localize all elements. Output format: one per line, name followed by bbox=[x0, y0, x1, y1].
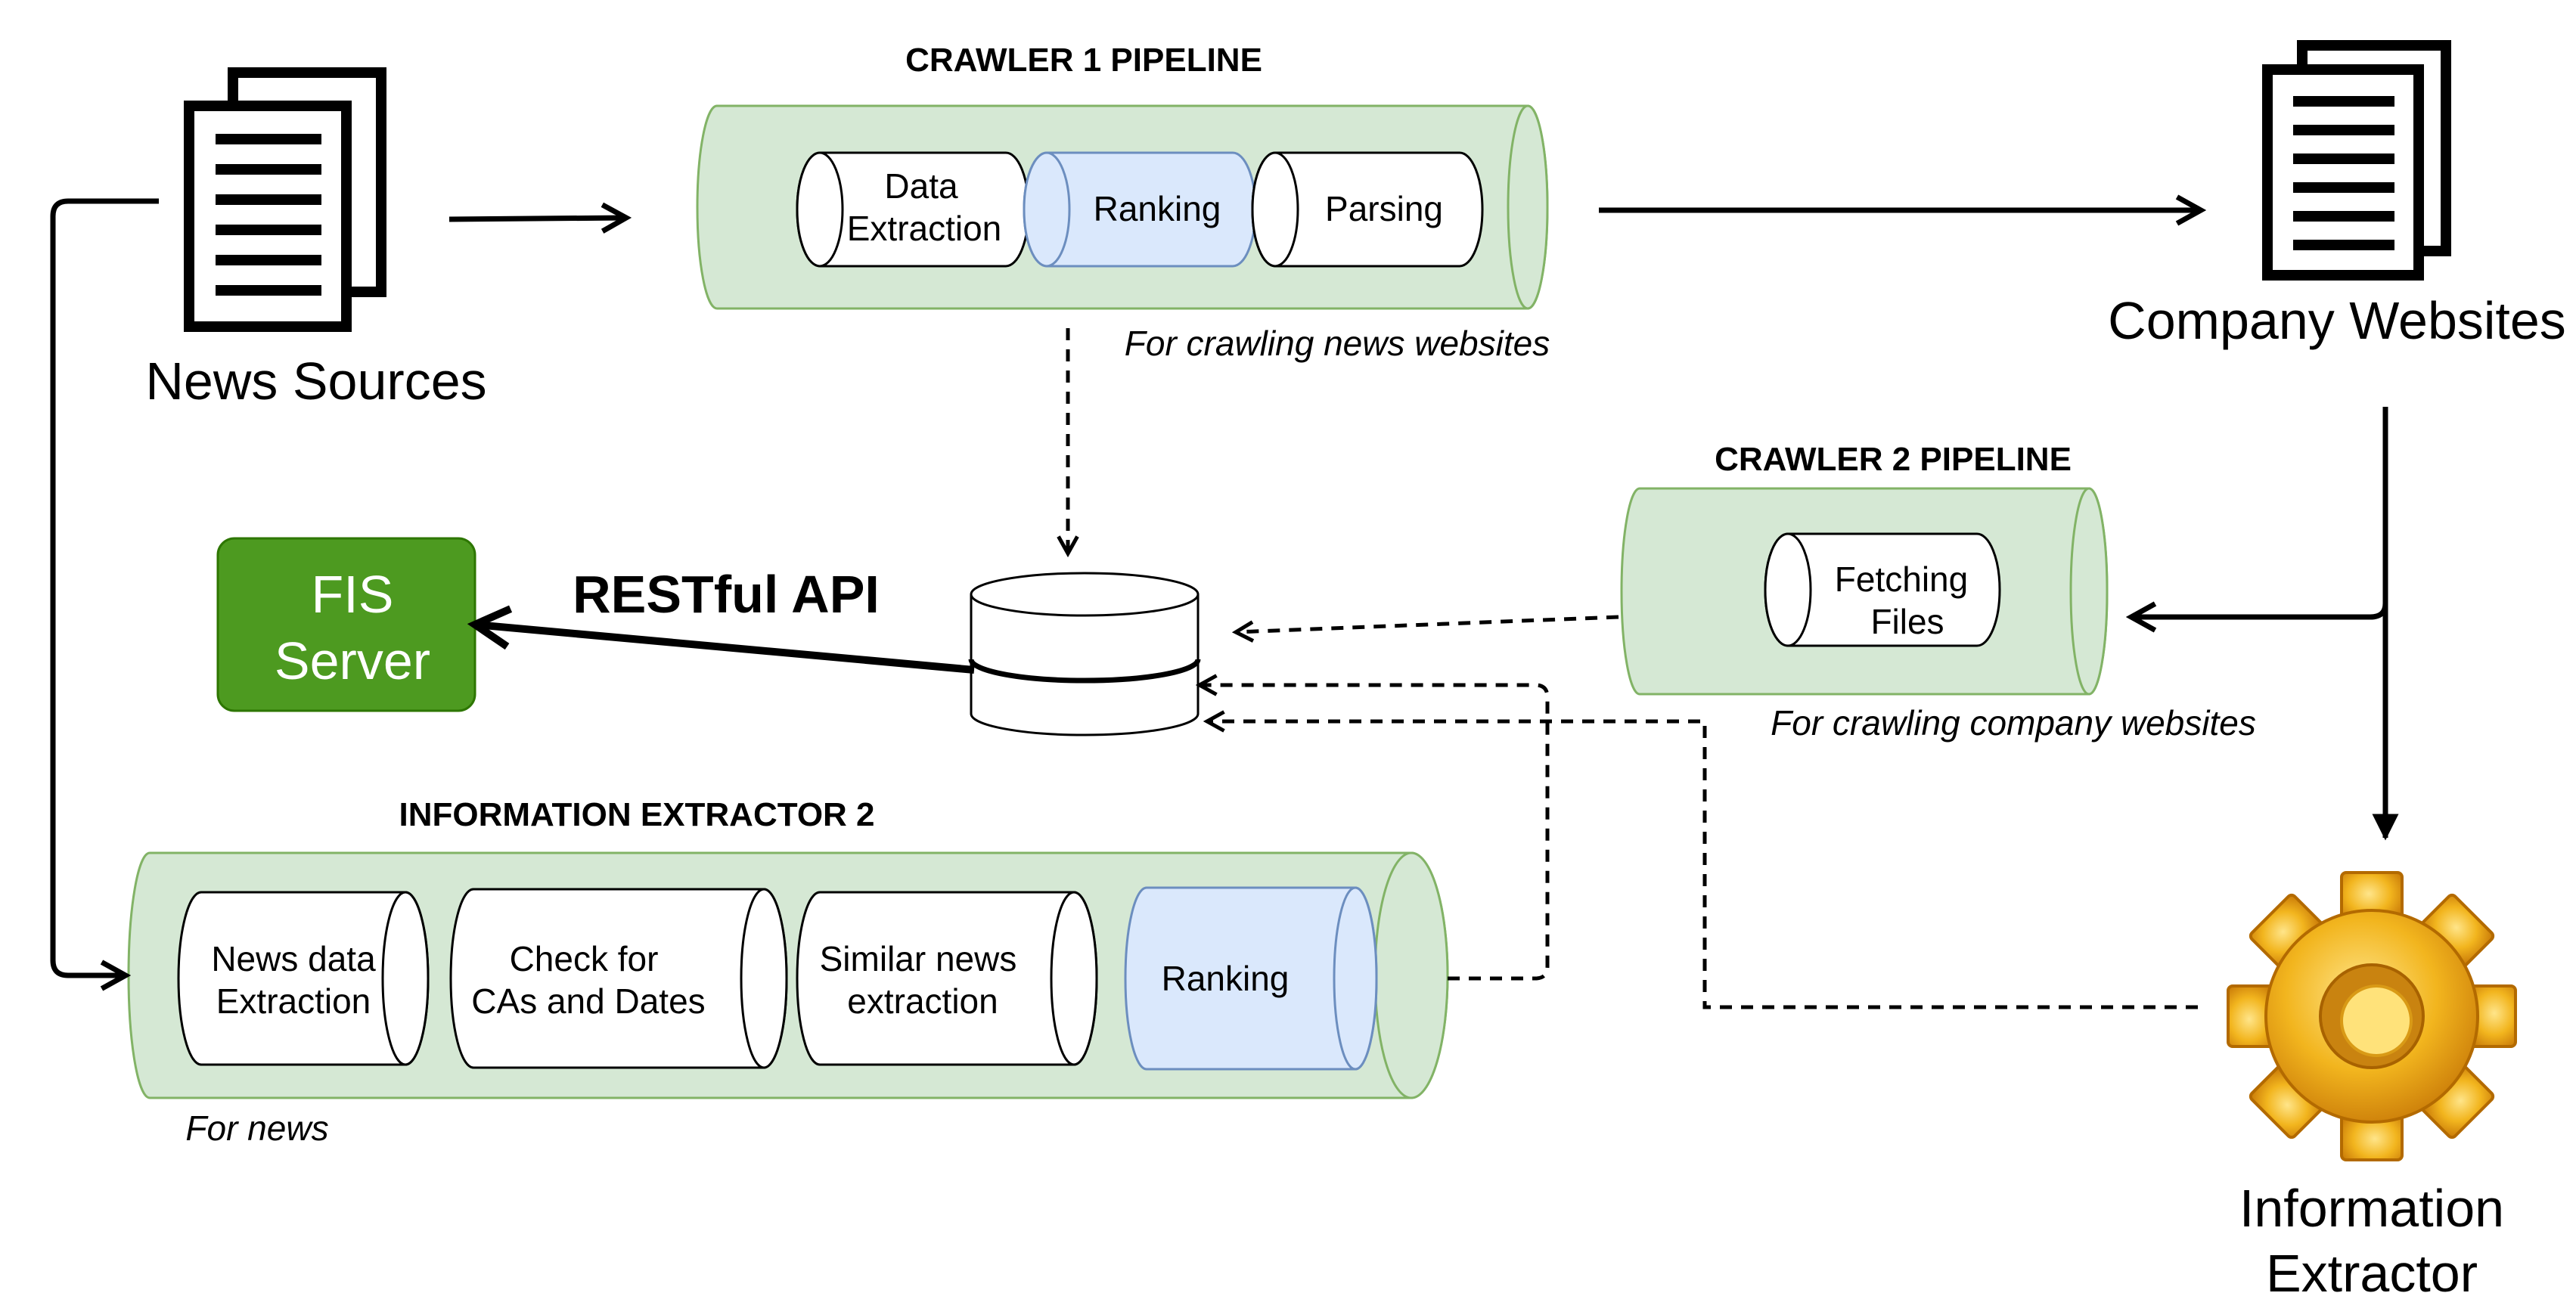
news-sources-label: News Sources bbox=[145, 352, 486, 411]
extractor2-stage-label: CAs and Dates bbox=[471, 981, 705, 1021]
extractor2-stage-label: Ranking bbox=[1162, 959, 1290, 998]
crawler2-stage-label: Files bbox=[1870, 602, 1944, 641]
fis-server-label: FIS bbox=[312, 565, 394, 624]
extractor2-title: INFORMATION EXTRACTOR 2 bbox=[399, 796, 874, 833]
crawler2-stage-fetching-files bbox=[1764, 532, 2001, 647]
crawler2-title: CRAWLER 2 PIPELINE bbox=[1715, 441, 2072, 478]
crawler2-stage-label: Fetching bbox=[1835, 560, 1968, 599]
extractor2-stage-check-cas-dates bbox=[449, 888, 788, 1069]
arrow-news-to-extractor2 bbox=[50, 198, 159, 975]
info-extractor-label: Information bbox=[2239, 1179, 2504, 1238]
crawler1-caption: For crawling news websites bbox=[1125, 324, 1550, 363]
fis-server-label: Server bbox=[275, 631, 430, 690]
extractor2-stage-label: Extraction bbox=[216, 981, 371, 1021]
dashed-arrow-info-extractor-to-db bbox=[1207, 721, 2198, 1009]
database-icon bbox=[968, 572, 1201, 736]
crawler1-stage-label: Ranking bbox=[1094, 189, 1221, 228]
arrow-news-to-crawler1 bbox=[448, 218, 626, 219]
extractor2-caption: For news bbox=[185, 1108, 328, 1148]
company-websites-icon bbox=[2262, 40, 2451, 281]
company-websites-label: Company Websites bbox=[2108, 291, 2566, 350]
extractor2-stage-ranking bbox=[1124, 886, 1378, 1071]
dashed-arrow-crawler2-to-db bbox=[1236, 615, 1619, 632]
crawler2-caption: For crawling company websites bbox=[1771, 703, 2256, 743]
info-extractor-label: Extractor bbox=[2266, 1244, 2478, 1296]
extractor2-stage-label: Similar news bbox=[820, 939, 1017, 978]
crawler1-stage-data-extraction bbox=[796, 151, 1030, 268]
extractor2-stage-similar-news bbox=[796, 891, 1098, 1066]
crawler1-stage-label: Parsing bbox=[1325, 189, 1443, 228]
crawler1-stage-label: Extraction bbox=[847, 209, 1002, 248]
extractor2-stage-label: Check for bbox=[510, 939, 659, 978]
dashed-arrow-extractor2-to-db bbox=[1200, 685, 1550, 981]
arrow-company-to-crawler2 bbox=[2131, 603, 2388, 617]
crawler1-stage-parsing bbox=[1251, 151, 1484, 268]
news-sources-icon bbox=[184, 67, 386, 332]
gear-icon bbox=[2227, 871, 2517, 1161]
crawler1-stage-label: Data bbox=[884, 166, 958, 206]
crawler1-title: CRAWLER 1 PIPELINE bbox=[905, 42, 1262, 79]
extractor2-stage-news-data-extraction bbox=[177, 891, 430, 1066]
extractor2-stage-label: extraction bbox=[847, 981, 998, 1021]
arrow-db-to-fis bbox=[475, 625, 975, 674]
extractor2-stage-label: News data bbox=[211, 939, 376, 978]
restful-api-label: RESTful API bbox=[573, 565, 880, 624]
crawler1-stage-ranking bbox=[1023, 151, 1257, 268]
